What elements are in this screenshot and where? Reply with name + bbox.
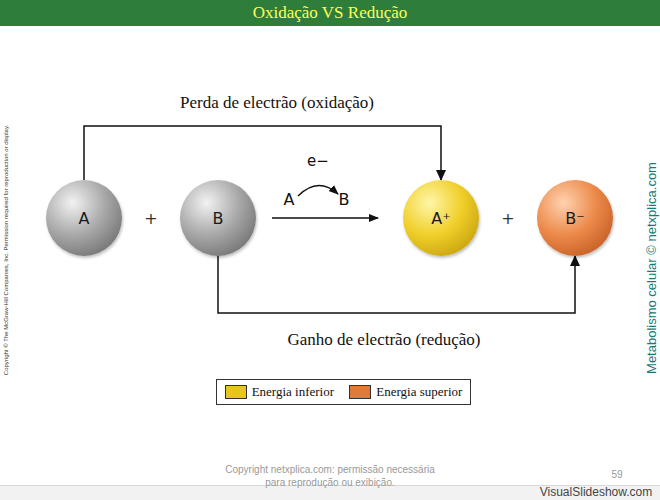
connector-line [218, 256, 575, 313]
sphere-node: A⁺ [403, 180, 479, 256]
watermark: Metabolismo celular © netxplica.com [644, 162, 659, 374]
electron-transfer-arrow [298, 185, 338, 196]
edge-label: Perda de electrão (oxidação) [177, 93, 377, 113]
species-label: A [284, 190, 295, 209]
legend-text: Energia superior [376, 384, 462, 400]
legend-swatch [349, 385, 371, 399]
slide-title: Oxidação VS Redução [253, 3, 408, 23]
node-label: A [79, 209, 90, 228]
legend-text: Energia inferior [252, 384, 334, 400]
node-label: A⁺ [431, 209, 450, 228]
connector-line [84, 126, 441, 180]
sphere-node: A [46, 180, 122, 256]
copyright-note: Copyright © The McGraw-Hill Companies, I… [3, 125, 9, 375]
legend-box: Energia inferior Energia superior [216, 379, 471, 405]
copyright-footer: Copyright netxplica.com: permissão neces… [224, 463, 436, 489]
plus-sign: + [144, 209, 157, 228]
site-watermark: VisualSlideshow.com [540, 485, 653, 499]
legend-swatch [225, 385, 247, 399]
plus-sign: + [501, 209, 514, 228]
species-label: B [339, 190, 350, 209]
node-label: B⁻ [565, 209, 584, 228]
reaction-arrow [272, 217, 378, 219]
electron-symbol: e− [307, 152, 329, 170]
slide-number: 59 [611, 469, 622, 480]
edge-label: Ganho de electrão (redução) [284, 330, 483, 350]
sphere-node: B [180, 180, 256, 256]
sphere-node: B⁻ [537, 180, 613, 256]
legend-item: Energia superior [349, 384, 462, 400]
legend-item: Energia inferior [225, 384, 334, 400]
node-label: B [213, 209, 224, 228]
